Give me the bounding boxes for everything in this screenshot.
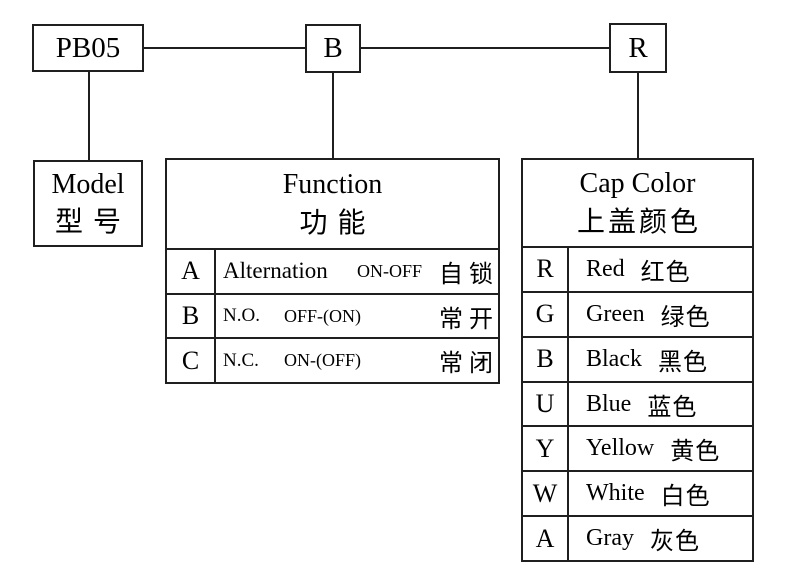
function-row-code: A bbox=[167, 250, 216, 293]
cap-color-row-desc: Green 绿色 bbox=[569, 293, 752, 336]
cap-color-header-zh: 上盖颜色 bbox=[576, 207, 701, 238]
cap-color-row-desc: Blue 蓝色 bbox=[569, 383, 752, 426]
cap-color-name-en: Red bbox=[586, 255, 625, 282]
function-table-header: Function 功能 bbox=[167, 160, 498, 248]
cap-color-row-desc: Black 黑色 bbox=[569, 338, 752, 381]
cap-color-row-desc: White 白色 bbox=[569, 472, 752, 515]
cap-color-row-desc: Gray 灰色 bbox=[569, 517, 752, 560]
cap-color-row-white: W White 白色 bbox=[523, 470, 752, 516]
cap-color-code-value: R bbox=[628, 31, 648, 64]
cap-color-table-header: Cap Color 上盖颜色 bbox=[523, 160, 752, 246]
function-row-b: B N.O. OFF-(ON) 常开 bbox=[167, 292, 498, 338]
cap-color-row-code: B bbox=[523, 337, 569, 381]
model-label-zh: 型号 bbox=[54, 206, 131, 238]
cap-color-name-zh: 黑色 bbox=[657, 349, 708, 376]
model-label-box: Model 型号 bbox=[33, 160, 143, 247]
function-name-en: Alternation bbox=[223, 258, 328, 284]
cap-color-row-code: G bbox=[523, 292, 569, 336]
cap-color-code-box: R bbox=[609, 23, 667, 73]
cap-color-name-en: Green bbox=[586, 300, 645, 327]
function-name-zh: 常开 bbox=[439, 306, 499, 333]
cap-color-table: Cap Color 上盖颜色 R Red 红色 G Green 绿色 B Bla… bbox=[521, 158, 754, 562]
model-label-en: Model bbox=[51, 168, 125, 200]
function-name-en: N.O. bbox=[223, 305, 260, 326]
function-header-en: Function bbox=[282, 169, 383, 200]
connector-model-drop bbox=[88, 71, 90, 160]
function-row-desc: Alternation ON-OFF 自锁 bbox=[216, 250, 498, 293]
function-row-desc: N.C. ON-(OFF) 常闭 bbox=[216, 339, 498, 382]
cap-color-row-code: U bbox=[523, 382, 569, 426]
cap-color-row-desc: Yellow 黄色 bbox=[569, 427, 752, 470]
cap-color-row-code: W bbox=[523, 472, 569, 516]
cap-color-row-code: A bbox=[523, 517, 569, 561]
function-name-zh: 常闭 bbox=[439, 351, 499, 378]
cap-color-name-en: Blue bbox=[586, 390, 632, 417]
cap-color-row-red: R Red 红色 bbox=[523, 246, 752, 291]
cap-color-row-gray: A Gray 灰色 bbox=[523, 515, 752, 561]
function-row-code: C bbox=[167, 339, 216, 383]
function-switch-action: ON-OFF bbox=[357, 260, 423, 281]
function-code-value: B bbox=[323, 32, 343, 64]
cap-color-name-zh: 红色 bbox=[640, 259, 691, 286]
cap-color-name-zh: 白色 bbox=[660, 484, 711, 511]
cap-color-name-zh: 绿色 bbox=[660, 304, 711, 331]
function-header-zh: 功能 bbox=[299, 208, 376, 239]
function-row-a: A Alternation ON-OFF 自锁 bbox=[167, 248, 498, 293]
connector-function-drop bbox=[332, 72, 334, 158]
cap-color-name-zh: 黄色 bbox=[670, 439, 721, 466]
cap-color-name-en: Yellow bbox=[586, 435, 655, 462]
model-code-value: PB05 bbox=[55, 31, 121, 64]
cap-color-row-code: R bbox=[523, 248, 569, 291]
cap-color-header-en: Cap Color bbox=[579, 168, 696, 199]
cap-color-row-green: G Green 绿色 bbox=[523, 290, 752, 336]
function-code-box: B bbox=[305, 24, 361, 73]
function-row-desc: N.O. OFF-(ON) 常开 bbox=[216, 295, 498, 338]
cap-color-name-en: Black bbox=[586, 345, 642, 372]
cap-color-row-yellow: Y Yellow 黄色 bbox=[523, 425, 752, 471]
cap-color-name-en: White bbox=[586, 480, 645, 507]
connector-capcolor-drop bbox=[637, 72, 639, 158]
function-switch-action: OFF-(ON) bbox=[284, 305, 362, 326]
connector-model-to-function bbox=[144, 47, 305, 49]
model-code-box: PB05 bbox=[32, 24, 144, 72]
cap-color-row-black: B Black 黑色 bbox=[523, 335, 752, 381]
function-name-zh: 自锁 bbox=[439, 261, 499, 288]
connector-function-to-capcolor bbox=[361, 47, 609, 49]
function-row-code: B bbox=[167, 294, 216, 338]
cap-color-row-code: Y bbox=[523, 427, 569, 471]
function-switch-action: ON-(OFF) bbox=[284, 350, 362, 371]
cap-color-name-zh: 蓝色 bbox=[647, 394, 698, 421]
cap-color-name-zh: 灰色 bbox=[649, 529, 700, 556]
function-table: Function 功能 A Alternation ON-OFF 自锁 B N.… bbox=[165, 158, 500, 384]
cap-color-row-desc: Red 红色 bbox=[569, 248, 752, 291]
function-row-c: C N.C. ON-(OFF) 常闭 bbox=[167, 337, 498, 383]
function-name-en: N.C. bbox=[223, 349, 259, 371]
cap-color-row-blue: U Blue 蓝色 bbox=[523, 380, 752, 426]
cap-color-name-en: Gray bbox=[586, 525, 634, 552]
